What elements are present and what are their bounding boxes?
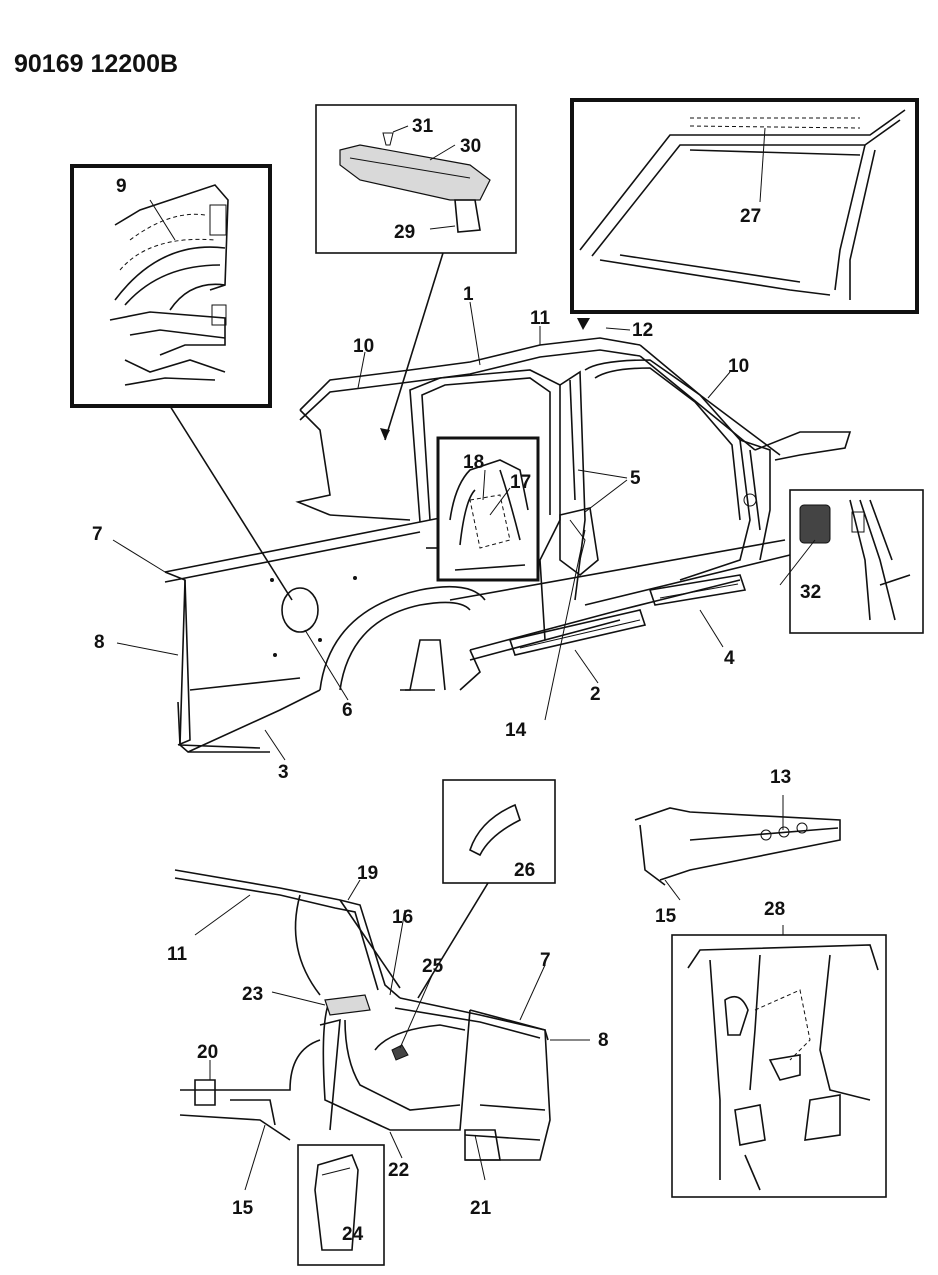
- callout-30: 30: [460, 136, 481, 157]
- callout-8-lower: 8: [598, 1030, 609, 1051]
- callout-8: 8: [94, 632, 105, 653]
- callout-22: 22: [388, 1160, 409, 1181]
- callout-6: 6: [342, 700, 353, 721]
- callout-1: 1: [463, 284, 474, 305]
- inset-24: [297, 1144, 385, 1266]
- inset-27-windshield-header: [570, 98, 919, 314]
- diagram-code: 90169 12200B: [14, 50, 178, 78]
- inset-17-18-pillar-reinforcement: [436, 436, 540, 582]
- callout-31: 31: [412, 116, 434, 137]
- inset-26: [442, 779, 556, 884]
- callout-11-lower: 11: [167, 944, 188, 965]
- inset-28-inner-panel: [671, 934, 887, 1198]
- callout-27: 27: [740, 206, 761, 227]
- callout-3: 3: [278, 762, 289, 783]
- callout-7: 7: [92, 524, 103, 545]
- callout-18: 18: [463, 452, 484, 473]
- callout-16: 16: [392, 907, 413, 928]
- callout-23: 23: [242, 984, 263, 1005]
- callout-5: 5: [630, 468, 641, 489]
- fuel-filler-door: [281, 587, 319, 633]
- callout-28: 28: [764, 899, 785, 920]
- callout-25: 25: [422, 956, 444, 977]
- callout-9: 9: [116, 176, 127, 197]
- callout-26: 26: [514, 860, 535, 881]
- callout-29: 29: [394, 222, 415, 243]
- callout-20: 20: [197, 1042, 218, 1063]
- lower-quarter-assembly: [174, 869, 551, 1161]
- leader-lines: [112, 125, 816, 1191]
- callout-19: 19: [357, 863, 378, 884]
- callout-labels: 1 2 3 4 5 6 7 7 8 8 9 10 10 11 11 12 13 …: [92, 116, 821, 1245]
- callout-14: 14: [505, 720, 527, 741]
- callout-10-right: 10: [728, 356, 749, 377]
- lower-rocker-13: [634, 807, 841, 886]
- callout-11: 11: [530, 308, 551, 329]
- callout-24: 24: [342, 1224, 364, 1245]
- inset-roof-rail-reinforcement: [315, 104, 517, 254]
- callout-13: 13: [770, 767, 791, 788]
- inset-32: [789, 489, 924, 634]
- callout-12: 12: [632, 320, 653, 341]
- callout-17: 17: [510, 472, 531, 493]
- inset-9-wheelhouse: [70, 164, 272, 408]
- callout-15: 15: [232, 1198, 254, 1219]
- callout-21: 21: [470, 1198, 492, 1219]
- main-body-side-assembly: [164, 337, 852, 753]
- callout-4: 4: [724, 648, 735, 669]
- callout-32: 32: [800, 582, 821, 603]
- callout-10: 10: [353, 336, 374, 357]
- callout-15-right: 15: [655, 906, 677, 927]
- callout-2: 2: [590, 684, 601, 705]
- callout-7-lower: 7: [540, 950, 551, 971]
